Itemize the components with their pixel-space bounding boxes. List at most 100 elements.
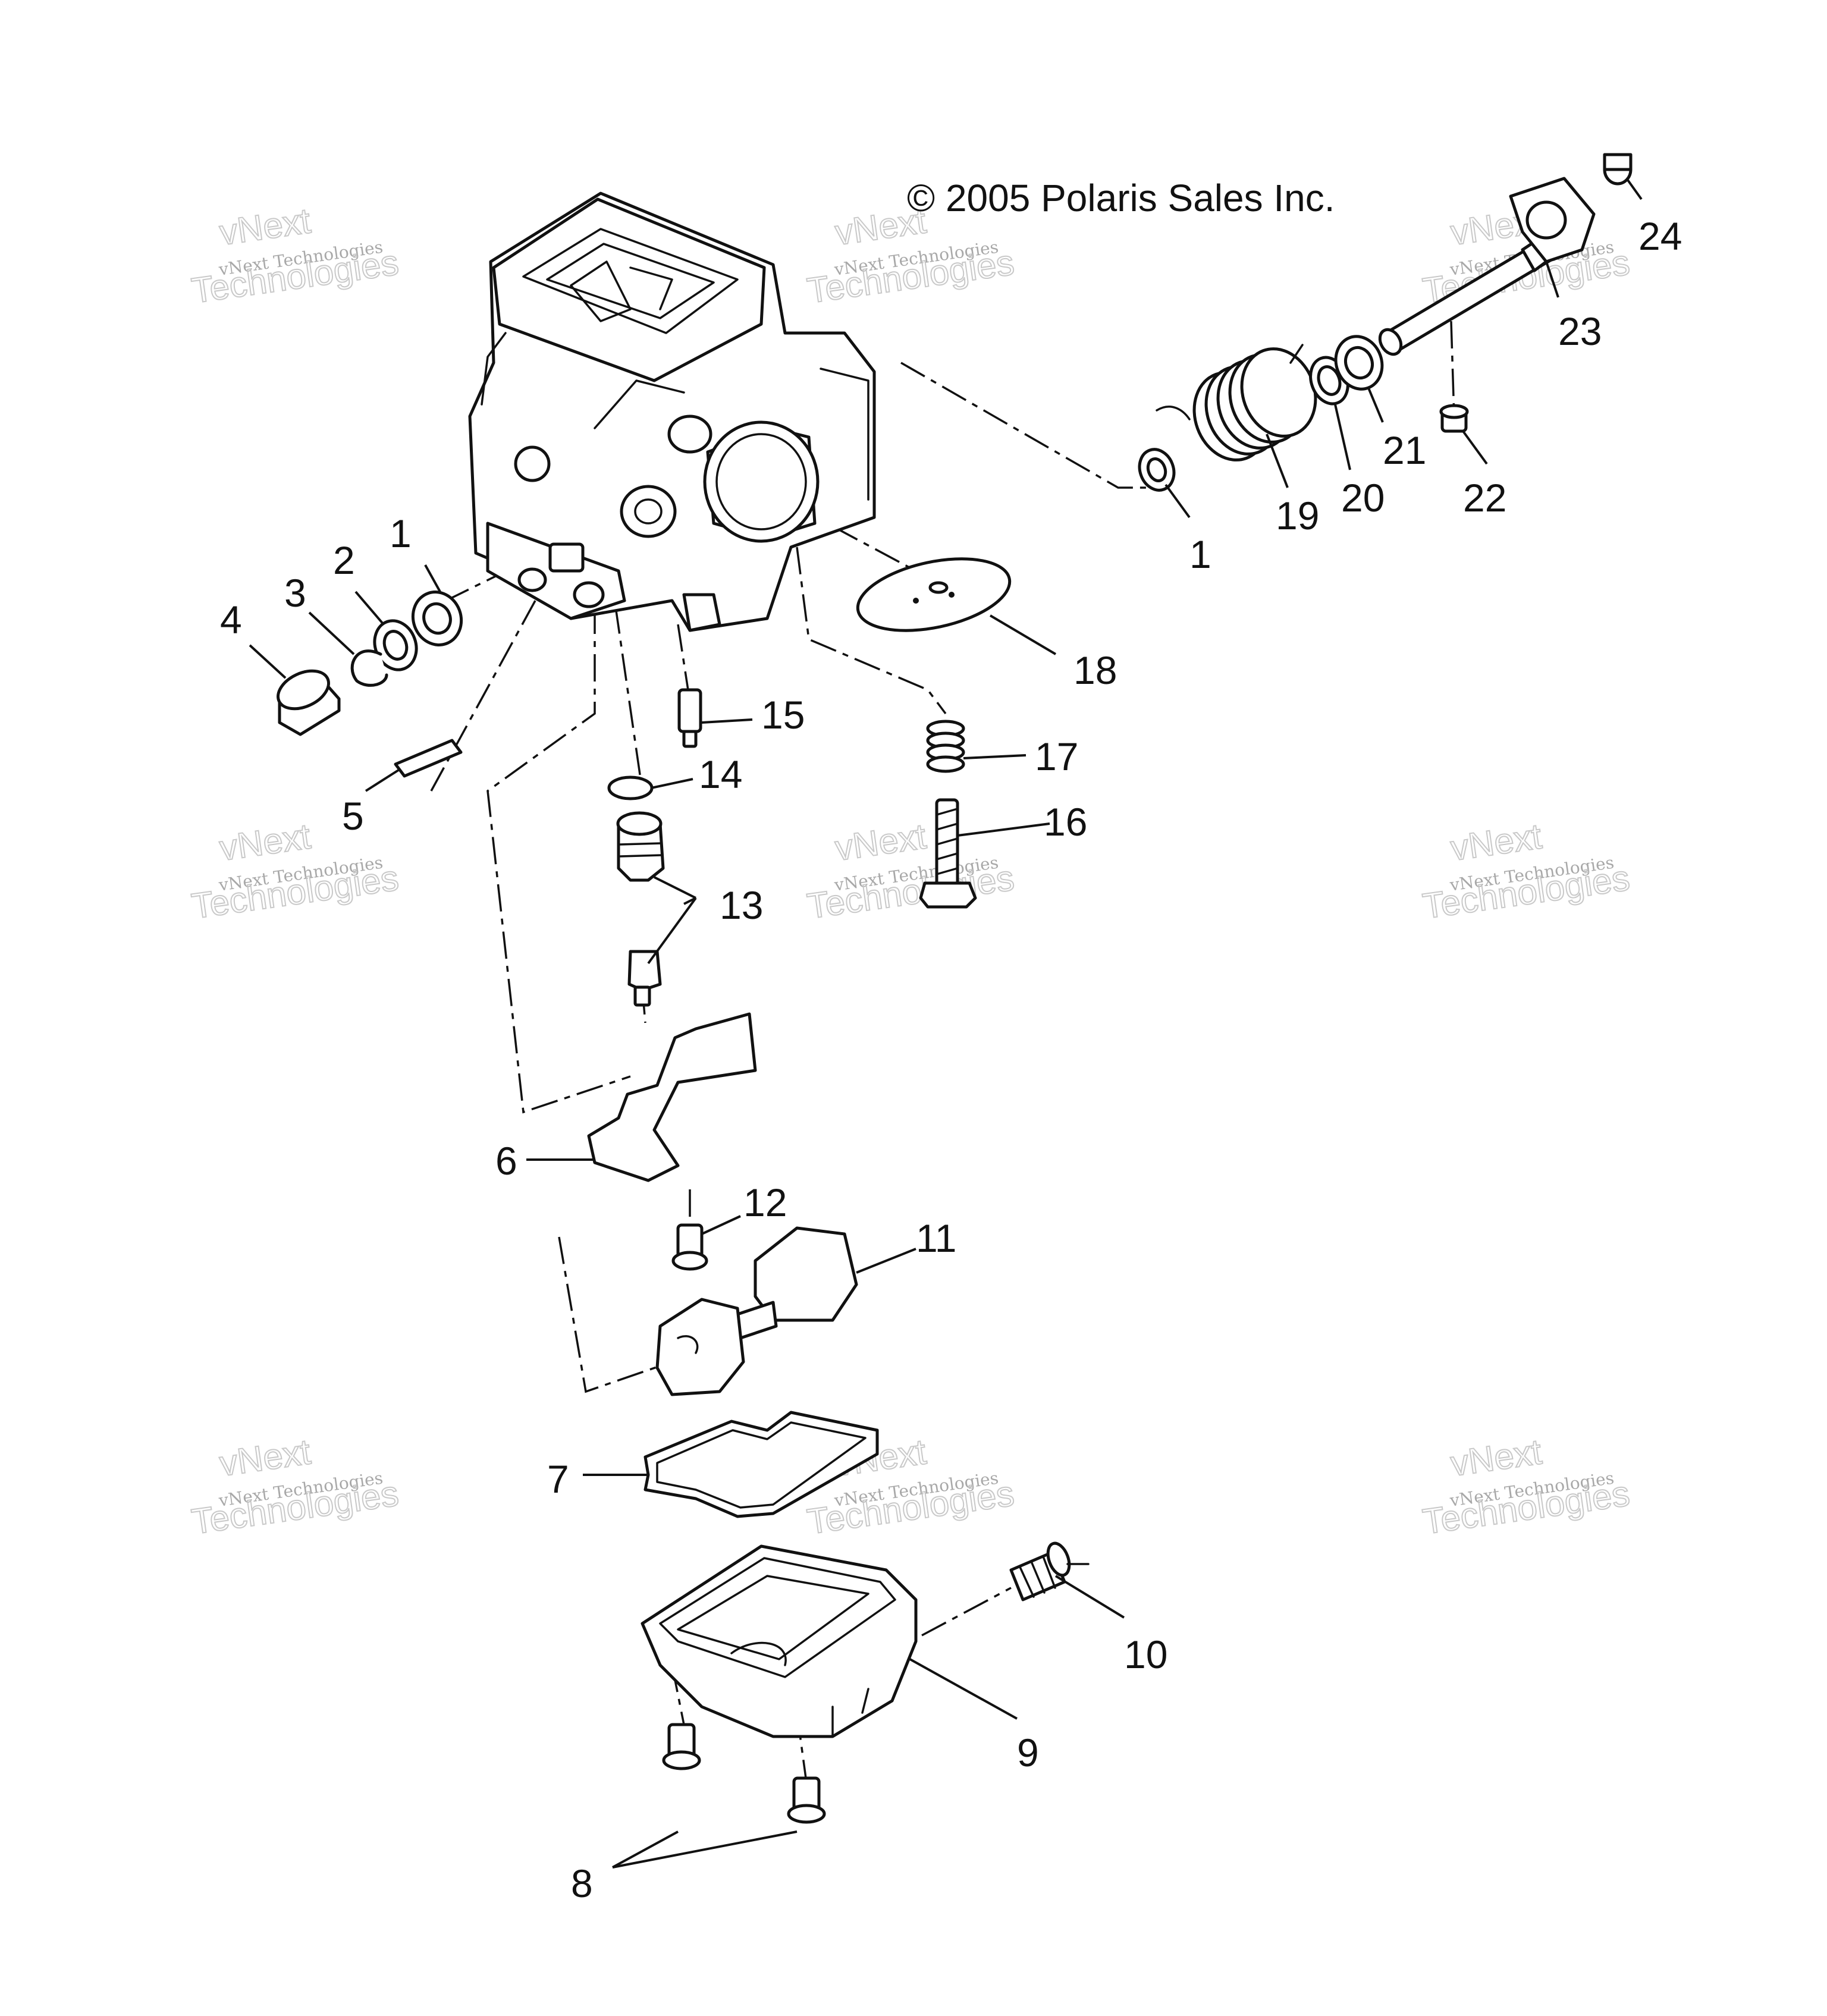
callout-3: 3 [284,571,306,615]
callout-7: 7 [547,1457,569,1501]
axis-line-float-arm [486,607,631,1114]
float-pin-boss [548,542,585,573]
callout-12: 12 [743,1180,787,1224]
fuel-inlet-hole [634,498,663,525]
callout-15: 15 [761,693,805,737]
watermark-line1: vNext [1448,816,1545,868]
leader-3 [308,611,355,655]
leader-22 [1462,430,1488,465]
callout-4: 4 [220,598,242,642]
watermark-line1: vNext [833,816,929,868]
leader-1-left [424,564,441,592]
watermark: vNext vNext Technologies Technologies [189,200,401,311]
axis-line-drain-screw [921,1587,1012,1637]
callout-24: 24 [1638,214,1682,258]
axis-line-screw-22 [1450,321,1455,417]
callout-17: 17 [1035,734,1078,778]
leader-23 [1545,261,1559,298]
body-chamber-rib [820,368,869,501]
leader-2 [354,591,385,626]
axis-line-float [558,1236,673,1393]
fuel-inlet-fitting [620,485,677,538]
body-rib [594,379,685,429]
part-4-cap [277,669,341,736]
leader-17 [963,754,1026,759]
part-18-diaphragm [856,557,1012,632]
vacuum-chamber-cover [703,420,820,543]
leader-16 [957,822,1050,837]
part-3-e-clip [350,649,388,687]
idle-port-boss [667,414,712,454]
part-9-float-bowl [641,1544,918,1738]
part-8-screw-right [787,1776,826,1824]
leader-9 [909,1658,1018,1720]
copyright-notice: © 2005 Polaris Sales Inc. [907,177,1335,219]
carburetor-bore-slide [570,260,632,322]
carburetor-body [468,191,876,632]
callout-16: 16 [1044,800,1087,844]
callout-19: 19 [1276,494,1319,538]
callout-21: 21 [1383,428,1426,472]
part-13-needle-assembly [616,811,665,1007]
leader-20 [1334,404,1351,470]
part-19-return-spring [1156,344,1317,461]
part-5-float-pin [394,739,463,778]
vacuum-chamber-ring [715,433,807,530]
part-2-washer [373,619,418,671]
callout-14: 14 [699,752,742,796]
part-7-gasket [643,1411,879,1518]
leader-10 [1054,1575,1125,1619]
pin-hole-left [517,567,547,592]
watermark: vNext vNext Technologies Technologies [189,1431,401,1542]
part-16-adjuster-screw [919,798,977,909]
part-17-spring [926,720,965,773]
part-10-drain-screw [1009,1541,1090,1602]
part-15-pilot-jet [677,688,702,748]
watermark: vNext vNext Technologies Technologies [1420,1431,1633,1542]
part-21-bushing [1334,335,1384,391]
watermark: vNext vNext Technologies Technologies [804,815,1017,927]
leader-1-right [1164,483,1191,519]
part-24-throttle-lever [1509,153,1633,263]
pin-hole-right [573,581,605,608]
axis-line-throttle-shaft [900,362,1157,489]
leader-5 [365,769,400,792]
part-14-o-ring [607,775,654,800]
leader-19 [1266,434,1289,488]
part-22-screw [1439,404,1469,433]
part-1-seal-left [411,591,463,646]
leader-8b [612,1830,798,1869]
callout-5: 5 [342,794,364,838]
carburetor-top-flange [492,197,766,382]
leader-12 [701,1215,741,1235]
leader-8a [612,1830,679,1869]
callout-6: 6 [495,1139,517,1183]
axis-line-pin [430,600,536,792]
callout-1-right: 1 [1189,532,1211,576]
watermark: vNext vNext Technologies Technologies [189,815,401,927]
callout-13: 13 [720,883,763,927]
callout-18: 18 [1073,648,1117,692]
callout-1-left: 1 [390,511,412,555]
watermark-line1: vNext [217,816,313,868]
leader-13a [654,876,696,899]
leader-4 [249,644,287,679]
watermark: vNext vNext Technologies Technologies [1420,815,1633,927]
part-6-float-arm [587,1012,757,1182]
watermark-group: vNext vNext Technologies Technologies vN… [189,200,1633,1542]
leader-11 [856,1248,916,1274]
callout-9: 9 [1017,1731,1039,1775]
leader-15 [701,718,753,724]
callout-22: 22 [1463,476,1506,520]
body-mount-boss [514,445,551,482]
leader-14 [651,778,693,789]
jet-housing [682,593,721,632]
leader-lines [249,177,1643,1869]
leader-13b [647,897,697,965]
watermark-line1: vNext [217,1431,313,1484]
carburetor-bore-detail [629,266,673,310]
callout-11: 11 [916,1216,957,1260]
leader-24 [1625,177,1643,200]
